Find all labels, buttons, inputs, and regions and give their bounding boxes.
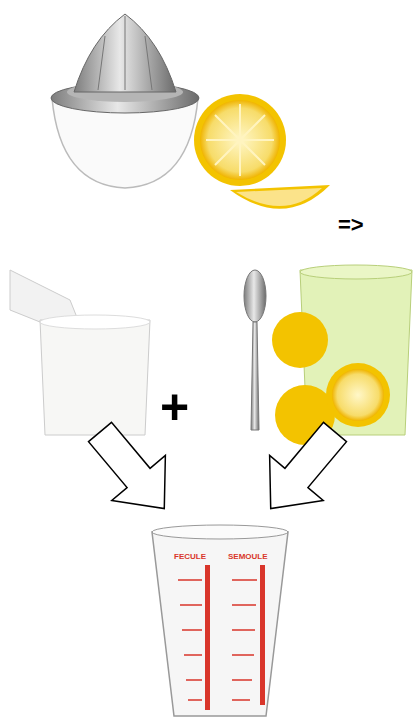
arrow-sign: => bbox=[338, 212, 364, 238]
jug-scale-label: SEMOULE bbox=[228, 552, 268, 561]
plus-sign: + bbox=[160, 378, 189, 436]
measuring-jug bbox=[152, 525, 288, 716]
spoon-photo bbox=[244, 270, 266, 430]
lemon-photo bbox=[194, 94, 330, 209]
jug-scale-label: FECULE bbox=[174, 552, 206, 561]
hollow-arrow bbox=[244, 410, 362, 532]
juicer-photo bbox=[51, 14, 199, 188]
milk-photo bbox=[10, 270, 150, 435]
lemon-juice-photo bbox=[272, 265, 412, 445]
